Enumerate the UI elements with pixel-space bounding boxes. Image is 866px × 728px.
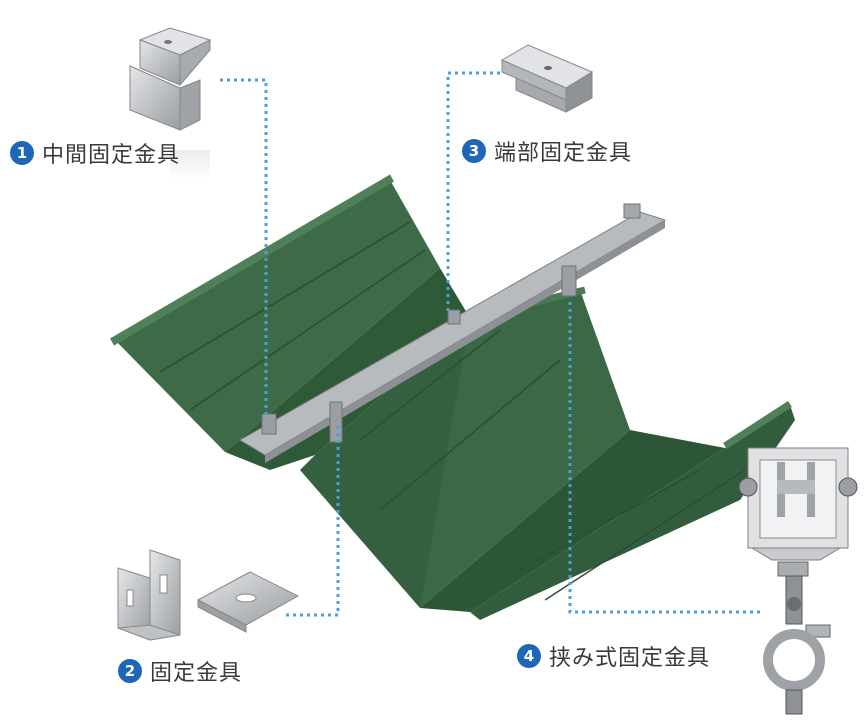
- clip-clamp-part: [738, 447, 858, 715]
- roof-line: [159, 221, 411, 373]
- callout-clip-clamp: 4 挟み式固定金具: [517, 640, 710, 672]
- roof-panel: [109, 174, 795, 620]
- roof-front-slope-2: [470, 405, 795, 620]
- roof-rib-3: [723, 401, 792, 449]
- leader-lines: [220, 71, 760, 617]
- rail-bracket: [447, 309, 461, 325]
- callout-label: 端部固定金具: [494, 141, 633, 166]
- roof-rib-1: [109, 174, 395, 346]
- fixing-bracket-part: [117, 549, 300, 641]
- intermediate-clamp-part: [129, 27, 212, 180]
- roof-line: [544, 469, 746, 601]
- number-badge: 1: [10, 141, 34, 165]
- callout-fixing-bracket: 2 固定金具: [118, 655, 242, 687]
- callout-label: 挟み式固定金具: [549, 646, 711, 671]
- number-badge: 4: [517, 644, 541, 668]
- mounting-rail: [239, 203, 667, 463]
- roof-line: [359, 329, 501, 441]
- callout-end-clamp: 3 端部固定金具: [462, 135, 632, 167]
- callout-label: 固定金具: [150, 661, 243, 686]
- roof-valley-2: [420, 430, 725, 612]
- leader-line-2: [286, 425, 340, 617]
- roof-line: [519, 469, 701, 571]
- rail-end-clamp: [623, 203, 641, 219]
- number-badge: 2: [118, 659, 142, 683]
- leader-line-4: [568, 300, 760, 614]
- callout-label: 中間固定金具: [42, 143, 181, 168]
- leader-line-3: [446, 71, 500, 312]
- number-badge: 3: [462, 139, 486, 163]
- roof-line: [189, 249, 426, 411]
- leader-line-1: [220, 78, 268, 418]
- rail-bracket: [329, 401, 343, 443]
- roof-back-slope-1: [115, 180, 440, 452]
- roof-back-slope-2: [420, 290, 630, 608]
- end-clamp-part: [500, 44, 594, 113]
- rail-bracket: [561, 265, 577, 297]
- rail-bracket: [261, 413, 277, 435]
- callout-intermediate-clamp: 1 中間固定金具: [10, 137, 180, 169]
- roof-line: [379, 359, 561, 511]
